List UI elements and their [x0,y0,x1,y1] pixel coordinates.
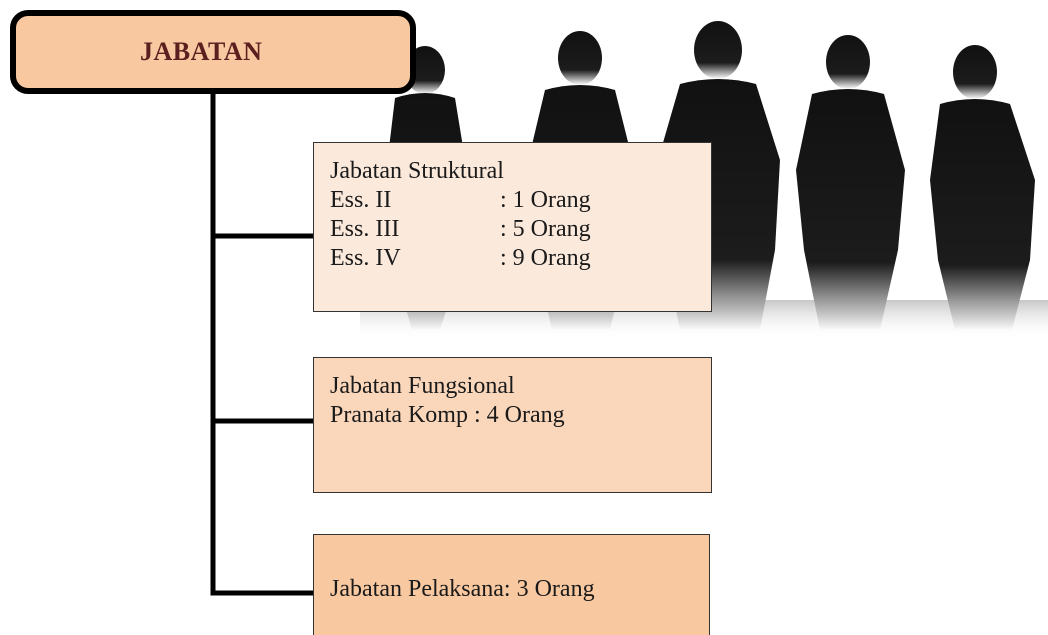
node-title: Jabatan Fungsional [330,373,515,399]
row-value: : 5 Orang [500,216,591,242]
root-node: JABATAN [10,10,416,94]
person-silhouette [796,35,905,330]
node-pelaksana: Jabatan Pelaksana: 3 Orang [313,534,710,635]
row-label: Ess. IV [330,245,401,271]
list-item: Ess. III : 5 Orang [330,215,711,244]
list-item: Ess. IV : 9 Orang [330,244,711,273]
node-fungsional: Jabatan Fungsional Pranata Komp : 4 Oran… [313,357,712,493]
node-struktural: Jabatan Struktural Ess. II : 1 Orang Ess… [313,142,712,312]
node-line: Pranata Komp : 4 Orang [330,402,565,428]
row-label: Ess. II [330,187,392,213]
row-value: : 1 Orang [500,187,591,213]
person-silhouette [930,45,1035,330]
list-item: Ess. II : 1 Orang [330,186,711,215]
node-line: Jabatan Pelaksana: 3 Orang [330,576,595,602]
row-value: : 9 Orang [500,245,591,271]
root-title: JABATAN [140,37,263,66]
node-title: Jabatan Struktural [330,158,504,184]
row-label: Ess. III [330,216,400,242]
